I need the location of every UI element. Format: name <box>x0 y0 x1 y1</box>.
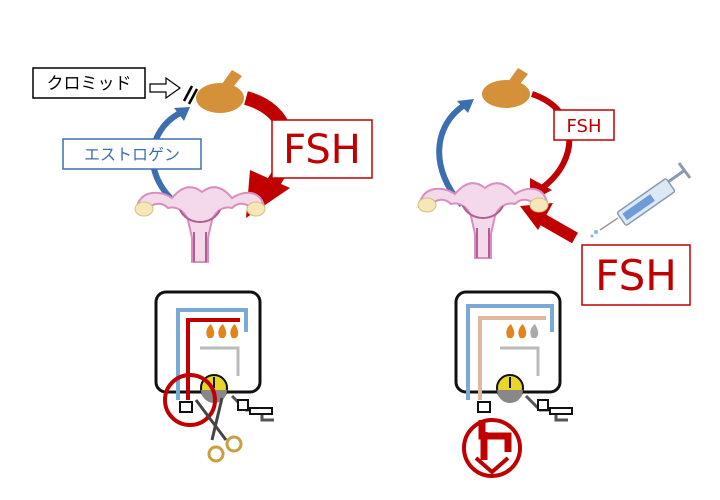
fsh-injection-arrow <box>537 212 578 244</box>
clomid-label-box <box>32 67 146 99</box>
block-bar-1 <box>182 85 194 102</box>
fsh-label-box <box>271 119 373 179</box>
block-bar-2 <box>187 88 199 105</box>
syringe-icon <box>590 162 692 238</box>
fsh-small-label: FSH <box>567 116 602 137</box>
pituitary-icon-right <box>482 68 530 108</box>
left-hormone-cycle: クロミッド エストロゲン FSH <box>32 67 373 263</box>
fsh-large-label-box <box>581 244 691 306</box>
pituitary-icon <box>196 70 244 113</box>
flame-icons-right <box>506 324 539 338</box>
estrogen-label-box <box>62 138 202 170</box>
right-hormone-cycle: FSH FSH <box>417 68 692 306</box>
fsh-thin-arrow <box>530 91 573 191</box>
down-arrow-icon <box>474 456 510 475</box>
left-water-heater <box>154 290 274 463</box>
clomid-label: クロミッド <box>47 74 132 94</box>
estrogen-arrow-head <box>174 107 190 121</box>
fsh-small-label-box <box>553 109 615 141</box>
fsh-label: FSH <box>283 127 361 173</box>
uterus-icon-right <box>417 182 549 259</box>
clomid-arrow <box>149 76 182 100</box>
cut-circle <box>163 373 217 427</box>
estrogen-arrow-head-right <box>457 99 474 113</box>
flame-icons <box>206 324 239 338</box>
scissors-icon <box>194 397 243 463</box>
right-water-heater <box>454 290 573 478</box>
fsh-large-label: FSH <box>595 251 677 300</box>
estrogen-label: エストロゲン <box>84 145 180 164</box>
inject-circle <box>462 418 522 478</box>
uterus-icon <box>134 186 266 263</box>
